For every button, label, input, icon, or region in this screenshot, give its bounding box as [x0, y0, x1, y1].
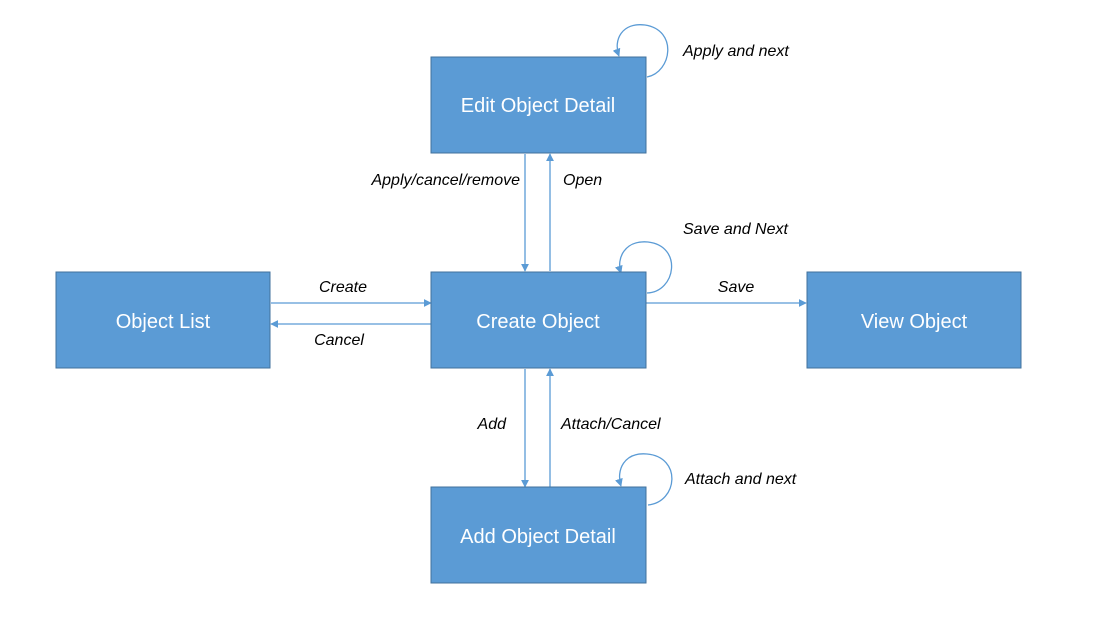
edge-label-save: Save	[718, 279, 755, 296]
node-label: Add Object Detail	[460, 526, 616, 548]
create-self-loop	[614, 241, 673, 294]
node-box	[55, 271, 271, 369]
edit-detail-self-loop	[612, 24, 669, 78]
edge-labels: Apply and next Apply/cancel/remove Open …	[314, 43, 797, 488]
edge-label-attach-and-next: Attach and next	[684, 471, 797, 488]
node-box	[430, 56, 647, 154]
node-edit-object-detail[interactable]: Edit Object Detail	[430, 56, 647, 154]
node-object-list[interactable]: Object List	[55, 271, 271, 369]
node-label: Object List	[116, 311, 211, 333]
node-create-object[interactable]: Create Object	[430, 271, 647, 369]
edge-label-cancel: Cancel	[314, 332, 364, 349]
edge-label-add: Add	[477, 416, 508, 433]
node-box	[430, 271, 647, 369]
edge-connectors	[270, 24, 807, 506]
edge-label-apply-cancel-remove: Apply/cancel/remove	[370, 172, 520, 189]
edge-label-save-and-next: Save and Next	[683, 221, 789, 238]
edge-label-open: Open	[563, 172, 602, 189]
edge-label-apply-and-next: Apply and next	[682, 43, 789, 60]
node-label: Edit Object Detail	[461, 95, 616, 117]
add-detail-self-loop	[615, 453, 673, 506]
node-view-object[interactable]: View Object	[806, 271, 1022, 369]
node-label: View Object	[861, 311, 968, 333]
node-label: Create Object	[476, 311, 600, 333]
node-add-object-detail[interactable]: Add Object Detail	[430, 486, 647, 584]
edge-label-attach-cancel: Attach/Cancel	[560, 416, 661, 433]
node-box	[806, 271, 1022, 369]
edge-label-create: Create	[319, 279, 367, 296]
node-box	[430, 486, 647, 584]
